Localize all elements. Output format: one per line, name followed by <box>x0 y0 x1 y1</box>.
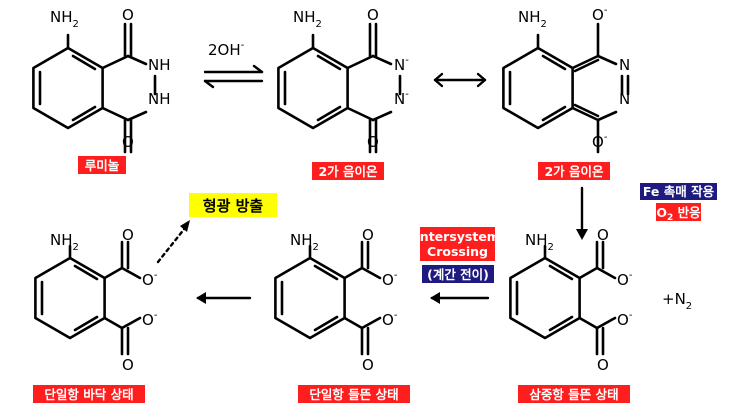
fe-catalyst-label: Fe 촉매 작용 <box>643 184 715 199</box>
emission-label: 형광 방출 <box>203 197 264 215</box>
triplet-label-box <box>518 385 630 403</box>
luminol-label-box <box>78 156 126 174</box>
singlet-excited-o3: O- <box>382 310 398 329</box>
isc-label-line1: Intersystem <box>415 229 500 244</box>
luminol-o-bottom: O <box>122 133 134 151</box>
o2-reaction-label: O2 반응 <box>656 205 701 223</box>
singlet-ground-o4: O <box>122 356 134 374</box>
singlet-ground-label-box <box>33 385 145 403</box>
hydroxide-label: 2OH- <box>208 40 245 59</box>
dianion-n-top: N- <box>394 55 409 74</box>
isc-label-box <box>420 227 495 261</box>
luminol-nh-bottom: NH <box>148 90 171 108</box>
singlet-excited-o2: O- <box>382 270 398 289</box>
relaxation-arrow <box>196 292 252 304</box>
dianion-o-bottom: O <box>367 133 379 151</box>
equilibrium-arrows <box>203 64 264 89</box>
singlet-ground-o1: O <box>122 226 134 244</box>
isc-label-line2: Crossing <box>427 244 488 259</box>
isc-arrow <box>430 292 490 304</box>
singlet-excited-structure <box>275 242 380 354</box>
dianion-resonance-label: 2가 음이온 <box>544 164 604 179</box>
triplet-structure <box>510 242 615 354</box>
oxidation-arrow <box>576 186 588 240</box>
dianion-label-box <box>312 162 384 180</box>
singlet-excited-label-box <box>298 385 410 403</box>
triplet-o4: O <box>597 356 609 374</box>
dianion-resonance-o-bottom: O- <box>592 132 608 151</box>
singlet-excited-label: 단일항 들뜬 상태 <box>309 387 398 402</box>
luminol-o-top: O <box>122 6 134 24</box>
nitrogen-product-label: +N2 <box>662 290 692 312</box>
singlet-excited-o1: O <box>362 226 374 244</box>
triplet-nh2-label: NH2 <box>525 231 554 253</box>
dianion-nh2-label: NH2 <box>293 8 322 30</box>
singlet-ground-nh2-label: NH2 <box>50 231 79 253</box>
triplet-label: 삼중항 들뜬 상태 <box>529 387 618 402</box>
dianion-label: 2가 음이온 <box>318 164 378 179</box>
dianion-resonance-o-top: O- <box>592 5 608 24</box>
triplet-o3: O- <box>617 310 633 329</box>
emission-dotted-arrow <box>156 220 190 264</box>
dianion-resonance-structure <box>502 22 630 154</box>
dianion-o-top: O <box>367 6 379 24</box>
resonance-arrow <box>433 72 487 88</box>
dianion-resonance-label-box <box>538 162 610 180</box>
dianion-resonance-nh2-label: NH2 <box>518 8 547 30</box>
dianion-structure <box>277 22 402 154</box>
luminol-label: 루미놀 <box>85 158 120 173</box>
isc-korean-label: (계간 전이) <box>427 267 489 282</box>
singlet-ground-o2: O- <box>142 270 158 289</box>
isc-korean-box <box>422 265 494 283</box>
dianion-resonance-n-bottom: N <box>619 90 630 108</box>
luminol-structure <box>32 22 157 154</box>
luminol-nh-top: NH <box>148 56 171 74</box>
singlet-ground-o3: O- <box>142 310 158 329</box>
singlet-ground-structure <box>35 242 140 354</box>
emission-label-box <box>189 193 277 217</box>
triplet-o2: O- <box>617 270 633 289</box>
o2-reaction-box <box>656 203 701 221</box>
singlet-ground-label: 단일항 바닥 상태 <box>44 387 133 402</box>
dianion-n-bottom: N- <box>394 89 409 108</box>
luminol-nh2-label: NH2 <box>50 8 79 30</box>
dianion-resonance-n-top: N <box>619 56 630 74</box>
triplet-o1: O <box>597 226 609 244</box>
fe-catalyst-box <box>640 183 717 200</box>
singlet-excited-o4: O <box>362 356 374 374</box>
singlet-excited-nh2-label: NH2 <box>290 231 319 253</box>
